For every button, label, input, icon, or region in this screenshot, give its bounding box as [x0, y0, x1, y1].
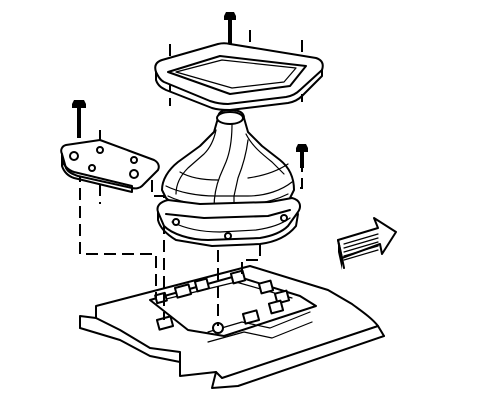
direction-arrow: [337, 217, 397, 270]
floor-clips: [154, 269, 291, 334]
right-mounting-bolt: [296, 144, 308, 168]
cover-plate: [60, 139, 160, 193]
boot-retainer: [156, 197, 301, 247]
trim-plate: [154, 42, 324, 111]
left-mounting-bolt: [72, 100, 86, 138]
floor-pan: [79, 265, 385, 389]
top-mounting-bolt: [224, 12, 236, 44]
shift-boot: [161, 109, 295, 215]
